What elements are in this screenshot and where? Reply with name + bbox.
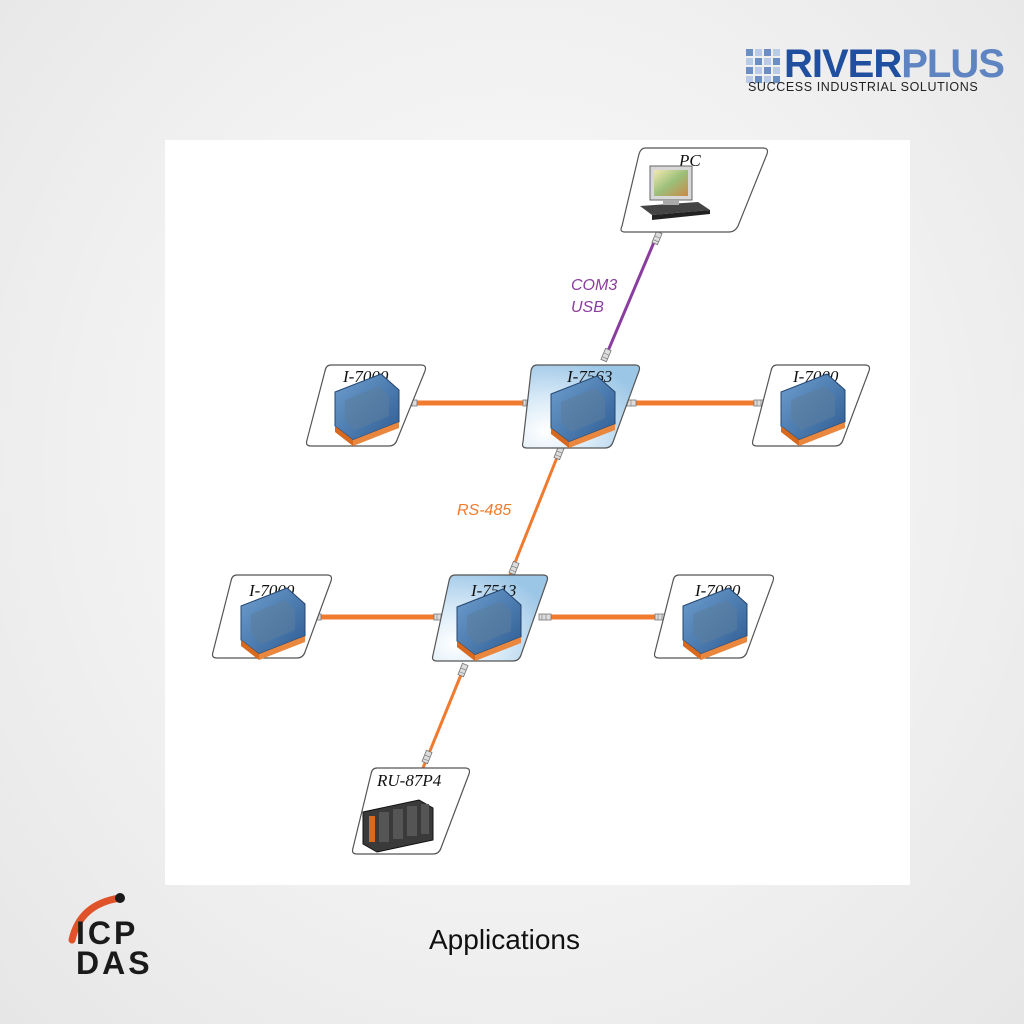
network-diagram: COM3 USB RS-485 PC I-7563 I-7000 xyxy=(211,147,871,855)
connector-icon xyxy=(308,230,767,765)
node-i7000-3: I-7000 xyxy=(211,574,333,661)
node-label-pc: PC xyxy=(678,151,701,170)
node-ru87p4: RU-87P4 xyxy=(351,767,471,855)
brand-name: RIVERPLUS xyxy=(784,42,1005,86)
logo-grid-icon xyxy=(746,49,780,83)
icp-arc-icon xyxy=(68,893,125,944)
icp-text-line2: DAS xyxy=(76,945,153,981)
pc-icon xyxy=(640,165,710,220)
diagram-panel: COM3 USB RS-485 PC I-7563 I-7000 xyxy=(165,140,910,885)
rack-icon xyxy=(362,799,434,853)
usb-label-usb: USB xyxy=(571,299,604,316)
icpdas-logo: ICP DAS xyxy=(58,890,158,980)
riverplus-logo: RIVERPLUS SUCCESS INDUSTRIAL SOLUTIONS xyxy=(746,42,1005,96)
usb-label-com3: COM3 xyxy=(571,277,617,294)
icp-text-line1: ICP xyxy=(76,915,139,951)
node-i7000-1: I-7000 xyxy=(305,364,427,447)
caption-applications: Applications xyxy=(429,924,580,955)
rs485-label: RS-485 xyxy=(457,502,511,519)
node-i7000-4: I-7000 xyxy=(653,574,775,661)
node-pc: PC xyxy=(620,147,769,233)
node-label-ru87p4: RU-87P4 xyxy=(376,771,442,790)
node-i7000-2: I-7000 xyxy=(751,364,871,447)
usb-link-pc-i7563 xyxy=(603,234,659,359)
rs485-link-i7563-i7513 xyxy=(508,449,562,576)
brand-tagline: SUCCESS INDUSTRIAL SOLUTIONS xyxy=(748,80,979,94)
node-i7563: I-7563 xyxy=(521,364,641,449)
rs485-link-i7513-ru xyxy=(421,664,467,769)
node-i7513: I-7513 xyxy=(431,574,549,662)
